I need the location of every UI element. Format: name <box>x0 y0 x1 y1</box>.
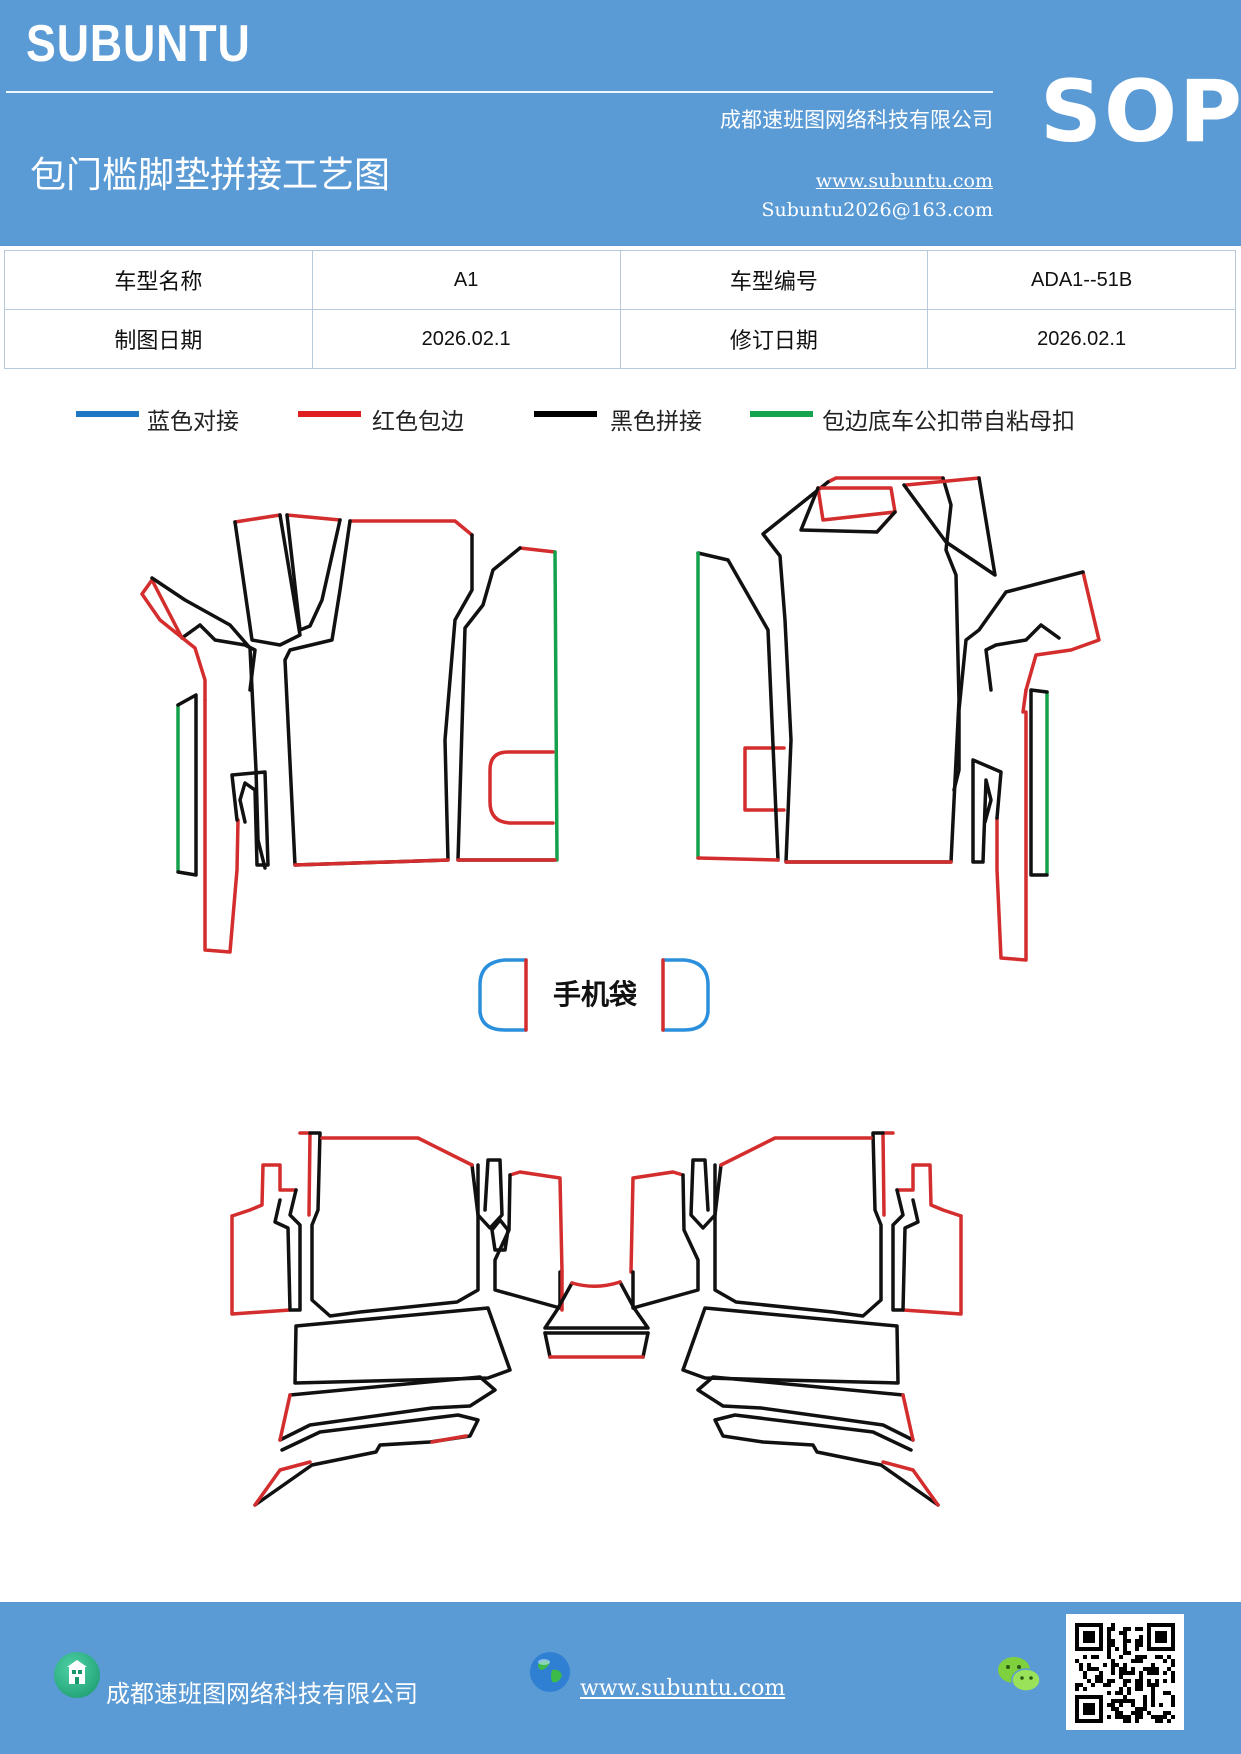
upper-left-mat-set <box>140 513 559 954</box>
header-company-name: 成都速班图网络科技有限公司 <box>720 108 993 132</box>
footer-company-name: 成都速班图网络科技有限公司 <box>106 1680 418 1708</box>
lower-right-mat-set <box>629 1131 963 1507</box>
legend-label: 红色包边 <box>372 409 464 435</box>
phone-bag-right-blue <box>661 958 710 1032</box>
model-code-value: ADA1--51B <box>927 250 1236 310</box>
narrow-piece-1 <box>233 513 302 647</box>
sill-strip-bottom-red <box>203 698 240 954</box>
legend-label: 黑色拼接 <box>610 409 702 435</box>
legend-label: 蓝色对接 <box>147 409 239 435</box>
vehicle-info-table: 车型名称 A1 车型编号 ADA1--51B 制图日期 2026.02.1 修订… <box>4 250 1236 369</box>
globe-icon <box>528 1650 572 1694</box>
header-email: Subuntu2026@163.com <box>761 199 993 221</box>
header-banner: SUBUNTU 成都速班图网络科技有限公司 包门槛脚垫拼接工艺图 www.sub… <box>0 0 1241 246</box>
right-mat-outline <box>456 546 557 862</box>
legend-swatch-blue <box>76 411 139 417</box>
main-mat-top-red <box>348 519 474 537</box>
model-name-value: A1 <box>311 250 621 310</box>
phone-bag-group: 手机袋 <box>478 958 710 1032</box>
legend-swatch-red <box>298 411 361 417</box>
drawing-date-label: 制图日期 <box>4 309 313 369</box>
phone-bag-label: 手机袋 <box>553 978 638 1011</box>
legend-swatch-black <box>534 411 597 417</box>
qr-code <box>1066 1614 1184 1730</box>
center-console-piece <box>543 1280 650 1359</box>
drawing-date-value: 2026.02.1 <box>311 309 621 369</box>
thin-strip-left <box>176 693 198 877</box>
sill-strip-outline <box>180 623 257 692</box>
brand-logo-text: SUBUNTU <box>26 15 251 73</box>
hook-piece <box>230 770 270 867</box>
table-row: 制图日期 2026.02.1 修订日期 2026.02.1 <box>4 309 1236 369</box>
right-mat-top-red <box>518 546 557 554</box>
main-mat-bottom-red <box>293 858 450 867</box>
narrow-piece-2-top-red <box>285 513 342 522</box>
velcro-edge-right <box>553 550 559 862</box>
model-code-label: 车型编号 <box>619 250 929 310</box>
narrow-piece-2 <box>285 513 342 632</box>
building-icon <box>54 1652 100 1698</box>
lower-left-mat-set <box>230 1131 564 1507</box>
header-website-link[interactable]: www.subuntu.com <box>815 170 993 192</box>
document-title: 包门槛脚垫拼接工艺图 <box>30 155 391 196</box>
sop-label: SOP <box>1040 62 1241 162</box>
right-mat-cutout <box>488 750 555 825</box>
legend-label: 包边底车公扣带自粘母扣 <box>822 409 1075 435</box>
narrow-piece-top-red <box>233 513 282 524</box>
legend-swatch-green <box>750 411 813 417</box>
revision-date-label: 修订日期 <box>619 309 929 369</box>
mat-stitching-diagram: 手机袋 <box>140 476 1101 1507</box>
model-name-label: 车型名称 <box>4 250 313 310</box>
wechat-icon <box>996 1654 1042 1696</box>
header-divider <box>6 91 993 93</box>
footer-website-link[interactable]: www.subuntu.com <box>580 1676 786 1701</box>
footer-banner: 成都速班图网络科技有限公司 www.subuntu.com <box>0 1602 1241 1754</box>
sill-strip-red-edge <box>140 578 207 702</box>
line-color-legend: 蓝色对接 红色包边 黑色拼接 包边底车公扣带自粘母扣 <box>0 402 1241 442</box>
revision-date-value: 2026.02.1 <box>927 309 1236 369</box>
phone-bag-left-blue <box>478 958 528 1032</box>
main-mat-left <box>283 519 474 867</box>
upper-right-mat-set <box>696 476 1101 962</box>
table-row: 车型名称 A1 车型编号 ADA1--51B <box>4 250 1236 310</box>
